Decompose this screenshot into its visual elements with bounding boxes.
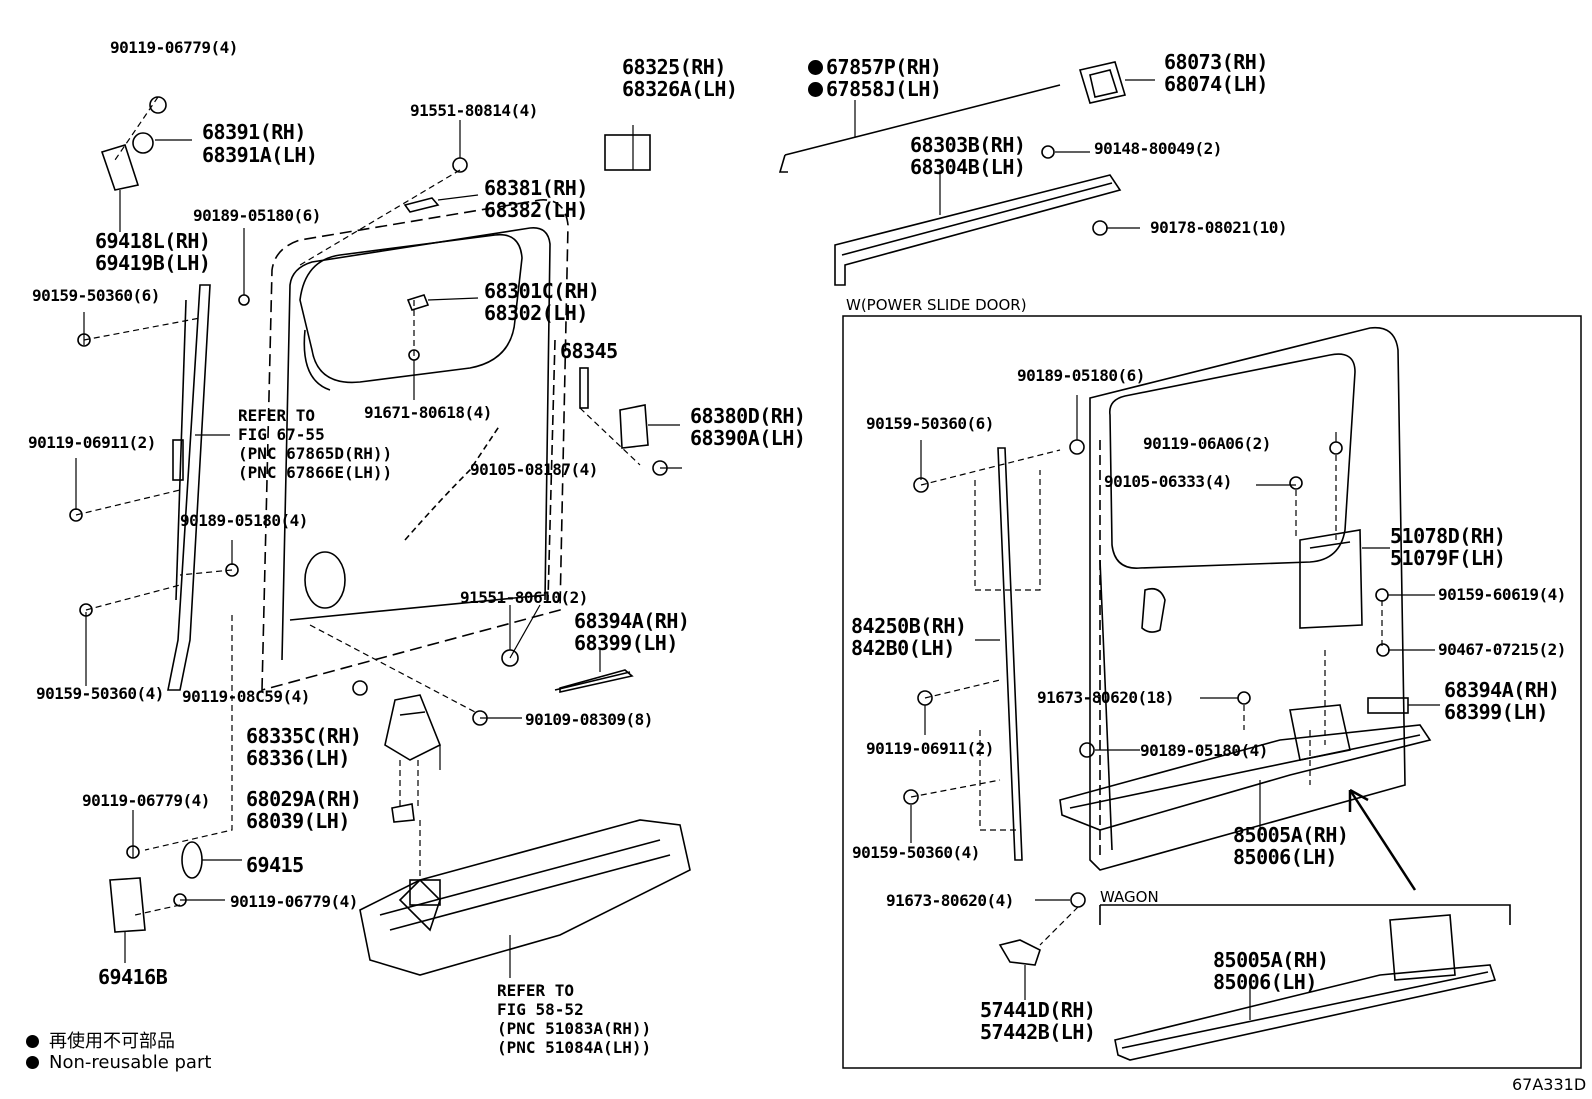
- label-51078-rh: 51078D(RH): [1390, 524, 1506, 548]
- label-68335-rh: 68335C(RH): [246, 724, 362, 748]
- label-85005-rh: 85005A(RH): [1233, 823, 1349, 847]
- label-box-90189-05180-4: 90189-05180(4): [1140, 741, 1268, 760]
- label-68325-rh: 68325(RH): [622, 55, 726, 79]
- upper-rail-parts: [778, 61, 1127, 286]
- label-box-90119-06911: 90119-06911(2): [866, 739, 994, 758]
- label-box-68394-rh: 68394A(RH): [1444, 678, 1560, 702]
- label-68380-rh: 68380D(RH): [690, 404, 806, 428]
- refer-fig-58-52-line2: FIG 58-52: [497, 1000, 584, 1019]
- legend-en: Non-reusable part: [26, 1052, 211, 1073]
- refer-fig-67-55-line4: (PNC 67866E(LH)): [238, 463, 393, 482]
- label-68394-rh: 68394A(RH): [574, 609, 690, 633]
- legend-jp-text: 再使用不可部品: [49, 1031, 175, 1052]
- label-90119-06779-mid: 90119-06779(4): [82, 791, 210, 810]
- label-67857-rh: 67857P(RH): [808, 55, 942, 79]
- label-91673-80620-18: 91673-80620(18): [1037, 688, 1175, 707]
- refer-fig-58-52-line1: REFER TO: [497, 981, 575, 1000]
- label-68335-lh: 68336(LH): [246, 746, 350, 770]
- label-90467-07215: 90467-07215(2): [1438, 640, 1566, 659]
- label-box-68394-lh: 68399(LH): [1444, 700, 1548, 724]
- label-68029-rh: 68029A(RH): [246, 787, 362, 811]
- label-68029-lh: 68039(LH): [246, 809, 350, 833]
- label-90105-08187: 90105-08187(4): [470, 460, 598, 479]
- label-91551-80610: 91551-80610(2): [460, 588, 588, 607]
- label-67857-rh-text: 67857P(RH): [826, 55, 942, 79]
- non-reusable-mark-icon: [808, 60, 823, 75]
- bullet-icon: [26, 1056, 39, 1069]
- lower-rail-assy: [359, 819, 691, 976]
- label-68073-lh: 68074(LH): [1164, 72, 1268, 96]
- pillar-garnish: [167, 284, 211, 691]
- label-68301-rh: 68301C(RH): [484, 279, 600, 303]
- label-90105-06333: 90105-06333(4): [1104, 472, 1232, 491]
- label-90159-60619: 90159-60619(4): [1438, 585, 1566, 604]
- lower-bracket: [384, 694, 442, 761]
- label-57441-rh: 57441D(RH): [980, 998, 1096, 1022]
- leader-lines-top-right: [854, 79, 1155, 229]
- label-68380-lh: 68390A(LH): [690, 426, 806, 450]
- label-68301-lh: 68302(LH): [484, 301, 588, 325]
- label-90119-08c59: 90119-08C59(4): [182, 687, 310, 706]
- power-slide-door-box: [842, 315, 1582, 1069]
- label-box-90159-50360-4: 90159-50360(4): [852, 843, 980, 862]
- refer-fig-58-52-line4: (PNC 51084A(LH)): [497, 1038, 652, 1057]
- label-91671-80618: 91671-80618(4): [364, 403, 492, 422]
- label-box-90159-50360-6: 90159-50360(6): [866, 414, 994, 433]
- label-90148-80049: 90148-80049(2): [1094, 139, 1222, 158]
- label-91673-80620-4: 91673-80620(4): [886, 891, 1014, 910]
- label-68381-rh: 68381(RH): [484, 176, 588, 200]
- label-67857-lh-text: 67858J(LH): [826, 77, 942, 101]
- label-69416b: 69416B: [98, 965, 168, 989]
- label-90159-50360-6: 90159-50360(6): [32, 286, 160, 305]
- label-68394-lh: 68399(LH): [574, 631, 678, 655]
- label-90189-05180-6: 90189-05180(6): [193, 206, 321, 225]
- label-90109-08309: 90109-08309(8): [525, 710, 653, 729]
- label-69418-lh: 69419B(LH): [95, 251, 211, 275]
- figure-code: 67A331D: [1512, 1075, 1587, 1094]
- label-90178-08021: 90178-08021(10): [1150, 218, 1288, 237]
- leader-lines-box: [910, 395, 1440, 1020]
- label-57441-lh: 57442B(LH): [980, 1020, 1096, 1044]
- label-90119-06779-low: 90119-06779(4): [230, 892, 358, 911]
- label-90119-06911: 90119-06911(2): [28, 433, 156, 452]
- label-wagon-85005-rh: 85005A(RH): [1213, 948, 1329, 972]
- label-68391-lh: 68391A(LH): [202, 143, 318, 167]
- label-90119-06779-top: 90119-06779(4): [110, 38, 238, 57]
- label-68381-lh: 68382(LH): [484, 198, 588, 222]
- label-68391-rh: 68391(RH): [202, 120, 306, 144]
- legend-en-text: Non-reusable part: [49, 1052, 212, 1073]
- refer-fig-67-55-line1: REFER TO: [238, 406, 316, 425]
- label-85005-lh: 85006(LH): [1233, 845, 1337, 869]
- refer-fig-67-55-line2: FIG 67-55: [238, 425, 325, 444]
- refer-fig-67-55-line3: (PNC 67865D(RH)): [238, 444, 393, 463]
- label-68073-rh: 68073(RH): [1164, 50, 1268, 74]
- legend-jp: 再使用不可部品: [26, 1027, 175, 1053]
- label-90189-05180-4: 90189-05180(4): [180, 511, 308, 530]
- label-84250-lh: 842B0(LH): [851, 636, 955, 660]
- label-box-90189-05180-6: 90189-05180(6): [1017, 366, 1145, 385]
- slide-door-panel: [261, 199, 569, 692]
- label-84250-rh: 84250B(RH): [851, 614, 967, 638]
- label-91551-80814: 91551-80814(4): [410, 101, 538, 120]
- label-69415: 69415: [246, 853, 304, 877]
- section-power-slide-door: W(POWER SLIDE DOOR): [846, 296, 1027, 314]
- label-68303-lh: 68304B(LH): [910, 155, 1026, 179]
- bullet-icon: [26, 1035, 39, 1048]
- label-90159-50360-4: 90159-50360(4): [36, 684, 164, 703]
- label-51078-lh: 51079F(LH): [1390, 546, 1506, 570]
- non-reusable-mark-icon: [808, 82, 823, 97]
- label-69418-rh: 69418L(RH): [95, 229, 211, 253]
- refer-fig-58-52-line3: (PNC 51083A(RH)): [497, 1019, 652, 1038]
- section-wagon: WAGON: [1100, 888, 1159, 906]
- leader-lines-left: [75, 96, 682, 978]
- label-67857-lh: 67858J(LH): [808, 77, 942, 101]
- label-68345: 68345: [560, 339, 618, 363]
- label-wagon-85005-lh: 85006(LH): [1213, 970, 1317, 994]
- label-90119-06a06: 90119-06A06(2): [1143, 434, 1271, 453]
- label-68303-rh: 68303B(RH): [910, 133, 1026, 157]
- label-68325-lh: 68326A(LH): [622, 77, 738, 101]
